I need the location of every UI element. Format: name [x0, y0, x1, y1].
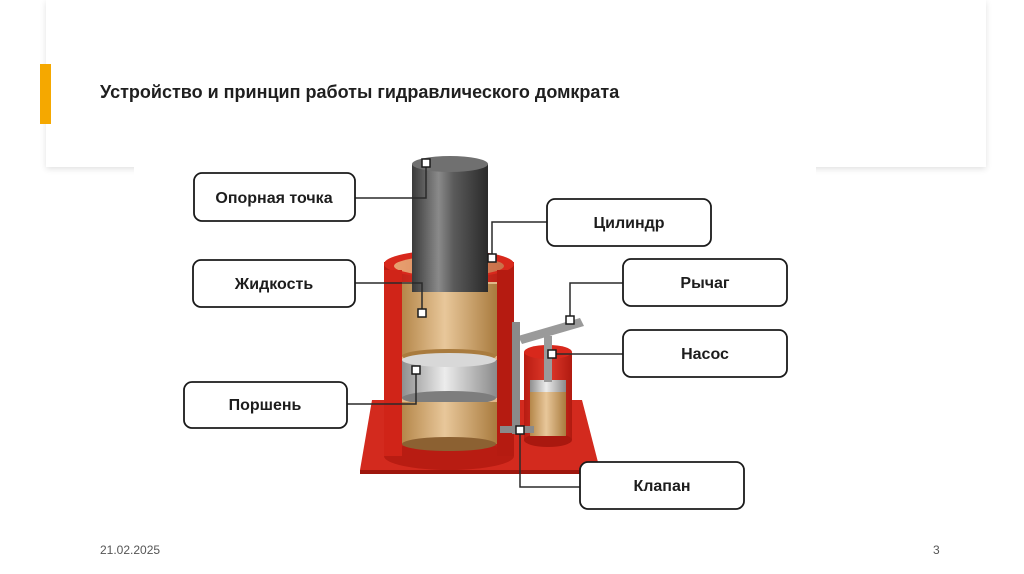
label-pump: Насос: [681, 346, 729, 363]
label-valve: Клапан: [633, 478, 690, 495]
marker-valve: [515, 425, 525, 435]
leader-fluid: [355, 282, 423, 312]
label-box-support-point: [193, 172, 356, 222]
marker-support-point: [421, 158, 431, 168]
label-box-pump: [622, 329, 788, 378]
marker-pump: [547, 349, 557, 359]
label-box-fluid: [192, 259, 356, 308]
label-fluid: Жидкость: [234, 276, 314, 293]
footer-date: 21.02.2025: [100, 543, 161, 557]
marker-piston: [411, 365, 421, 375]
fluid-lower: [402, 402, 497, 444]
leader-valve: [519, 430, 580, 488]
pump-plunger: [530, 380, 566, 392]
leader-piston: [347, 370, 417, 405]
slide-title: Устройство и принцип работы гидравлическ…: [100, 82, 620, 102]
label-cylinder: Цилиндр: [593, 215, 664, 232]
label-piston: Поршень: [229, 397, 302, 414]
label-lever: Рычаг: [680, 275, 730, 292]
leader-support-point: [355, 164, 427, 199]
leader-cylinder: [491, 221, 547, 258]
label-support-point: Опорная точка: [215, 190, 332, 207]
base-plate-shade: [360, 470, 600, 474]
marker-lever: [565, 315, 575, 325]
marker-fluid: [417, 308, 427, 318]
support-rod-top: [412, 156, 488, 172]
leader-lever: [569, 282, 623, 320]
fluid-upper: [402, 284, 497, 356]
page-number: 3: [933, 543, 940, 557]
marker-cylinder: [487, 253, 497, 263]
support-rod: [412, 164, 488, 292]
label-box-cylinder: [546, 198, 712, 247]
pump-rod: [544, 336, 552, 382]
label-box-valve: [579, 461, 745, 510]
header-card: [46, 0, 986, 167]
accent-bar: [40, 64, 51, 124]
pump-fluid: [530, 388, 566, 436]
label-box-lever: [622, 258, 788, 307]
label-box-piston: [183, 381, 348, 429]
